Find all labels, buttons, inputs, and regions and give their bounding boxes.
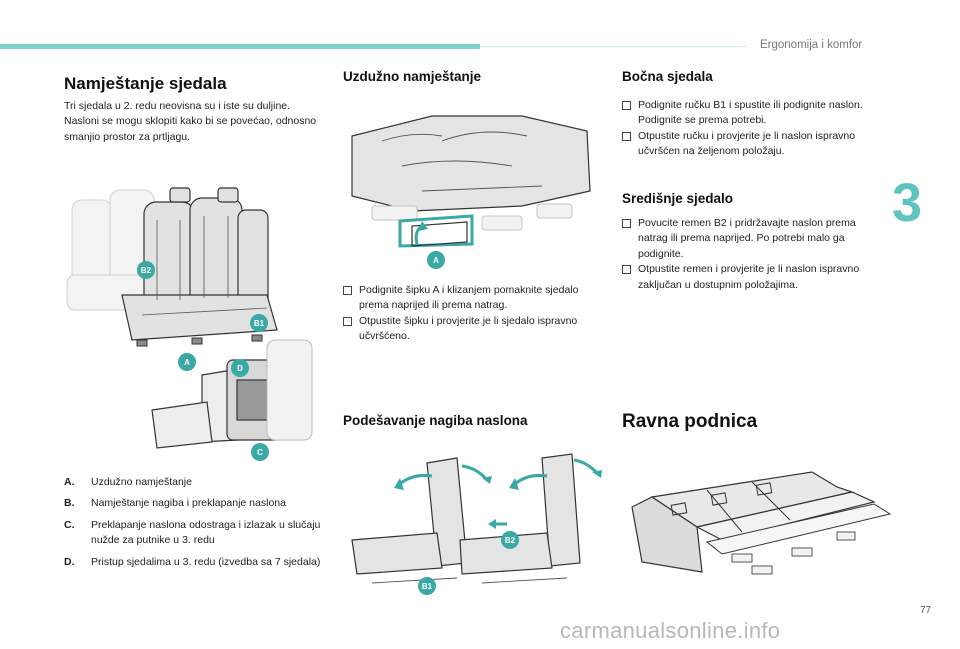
longitudinal-steps: Podignite šipku A i klizanjem pomaknite … — [343, 283, 593, 345]
legend-item: B. Namještanje nagiba i preklapanje naslo… — [64, 496, 326, 511]
label-a: A — [184, 358, 190, 367]
label-a-longitudinal: A — [433, 256, 439, 265]
legend-item: D. Pristup sjedalima u 3. redu (izvedba s… — [64, 555, 326, 570]
legend-key: B. — [64, 497, 75, 510]
legend-key: D. — [64, 555, 75, 568]
heading-longitudinal: Uzdužno namještanje — [343, 69, 482, 84]
step-item: Otpustite remen i provjerite je li naslo… — [622, 262, 882, 293]
legend-item: C. Preklapanje naslona odostraga i izlaza… — [64, 518, 326, 549]
checkbox-icon — [622, 101, 631, 110]
legend-text: Uzdužno namještanje — [91, 476, 192, 488]
legend-text: Namještanje nagiba i preklapanje naslona — [91, 497, 286, 510]
step-item: Podignite šipku A i klizanjem pomaknite … — [343, 283, 593, 314]
step-text: Otpustite ručku i provjerite je li naslo… — [638, 129, 856, 158]
header-rule — [480, 46, 746, 47]
seats-overview-illustration: B2 B1 A D C — [66, 187, 313, 461]
intro-text: Tri sjedala u 2. redu neovisna su i iste… — [64, 100, 317, 143]
longitudinal-adjust-illustration: A — [351, 115, 591, 269]
heading-backrest-tilt: Podešavanje nagiba naslona — [343, 413, 528, 428]
step-item: Otpustite šipku i provjerite je li sjeda… — [343, 314, 593, 345]
watermark-text: carmanualsonline.info — [560, 618, 781, 643]
legend-text: Preklapanje naslona odostraga i izlazak … — [91, 518, 321, 547]
checkbox-icon — [343, 316, 352, 326]
heading-center-seat: Središnje sjedalo — [622, 191, 734, 206]
header-accent-bar — [0, 44, 480, 49]
legend-list: A. Uzdužno namještanje B. Namještanje nagi… — [64, 475, 326, 576]
legend-key: A. — [64, 476, 75, 488]
step-text: Podignite ručku B1 i spustite ili podign… — [638, 99, 863, 127]
step-item: Podignite ručku B1 i spustite ili podign… — [622, 98, 882, 129]
step-item: Otpustite ručku i provjerite je li naslo… — [622, 129, 882, 160]
legend-key: C. — [64, 518, 75, 531]
section-title: Ergonomija i komfor — [760, 39, 863, 51]
checkbox-icon — [622, 219, 631, 228]
heading-flat-floor: Ravna podnica — [622, 411, 758, 432]
side-seats-steps: Podignite ručku B1 i spustite ili podign… — [622, 98, 882, 160]
heading-seat-adjustment: Namještanje sjedala — [64, 74, 227, 93]
flat-floor-illustration — [631, 471, 892, 575]
heading-side-seats: Bočna sjedala — [622, 69, 713, 84]
label-b1-tilt: B1 — [422, 582, 433, 591]
step-text: Povucite remen B2 i pridržavajte naslon … — [638, 217, 856, 260]
legend-item: A. Uzdužno namještanje — [64, 475, 326, 490]
step-text: Otpustite šipku i provjerite je li sjeda… — [359, 314, 578, 343]
label-d: D — [237, 364, 243, 373]
page-number: 77 — [920, 605, 932, 616]
chapter-number: 3 — [892, 173, 923, 233]
label-b2-tilt: B2 — [505, 536, 516, 545]
checkbox-icon — [622, 265, 631, 275]
label-c: C — [257, 448, 263, 457]
checkbox-icon — [622, 131, 631, 141]
label-b1: B1 — [254, 319, 265, 328]
center-seat-steps: Povucite remen B2 i pridržavajte naslon … — [622, 216, 882, 293]
step-text: Otpustite remen i provjerite je li naslo… — [638, 263, 860, 291]
step-text: Podignite šipku A i klizanjem pomaknite … — [359, 284, 579, 312]
backrest-tilt-illustration: B2 B1 — [351, 453, 602, 595]
label-b2: B2 — [141, 266, 152, 275]
checkbox-icon — [343, 286, 352, 295]
step-item: Povucite remen B2 i pridržavajte naslon … — [622, 216, 882, 262]
legend-text: Pristup sjedalima u 3. redu (izvedba sa … — [91, 555, 321, 568]
